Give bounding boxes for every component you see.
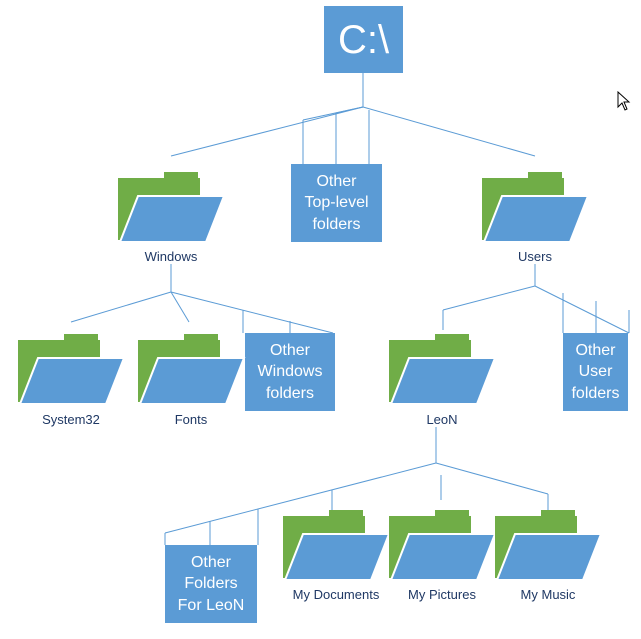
my-pictures-folder-icon[interactable] (389, 510, 497, 580)
other-windows-folders-box[interactable]: Other Windows folders (245, 333, 335, 411)
my-documents-folder-label[interactable]: My Documents (292, 587, 380, 602)
other-folders-for-leon-label: Other Folders For LeoN (177, 553, 245, 614)
other-user-folders-box[interactable]: Other User folders (563, 333, 628, 411)
users-folder-icon[interactable] (482, 172, 590, 242)
fonts-folder-icon[interactable] (138, 334, 246, 404)
users-folder-label[interactable]: Users (518, 249, 552, 264)
mouse-pointer-icon (617, 90, 631, 111)
my-documents-folder-icon[interactable] (283, 510, 391, 580)
leon-folder-label[interactable]: LeoN (426, 412, 458, 427)
root-drive-label: C:\ (337, 17, 390, 62)
other-windows-folders-label: Other Windows folders (257, 341, 323, 402)
my-pictures-folder-label[interactable]: My Pictures (408, 587, 476, 602)
windows-folder-icon[interactable] (118, 172, 226, 242)
system32-folder-icon[interactable] (18, 334, 126, 404)
my-music-folder-icon[interactable] (495, 510, 603, 580)
root-drive-box[interactable]: C:\ (324, 6, 403, 73)
leon-folder-icon[interactable] (389, 334, 497, 404)
windows-folder-label[interactable]: Windows (144, 249, 198, 264)
other-user-folders-label: Other User folders (571, 341, 620, 402)
my-music-folder-label[interactable]: My Music (520, 587, 576, 602)
other-top-level-folders-box[interactable]: Other Top-level folders (291, 164, 382, 242)
system32-folder-label[interactable]: System32 (42, 412, 100, 427)
other-top-level-folders-label: Other Top-level folders (304, 172, 369, 233)
fonts-folder-label[interactable]: Fonts (174, 412, 208, 427)
other-folders-for-leon-box[interactable]: Other Folders For LeoN (165, 545, 257, 623)
